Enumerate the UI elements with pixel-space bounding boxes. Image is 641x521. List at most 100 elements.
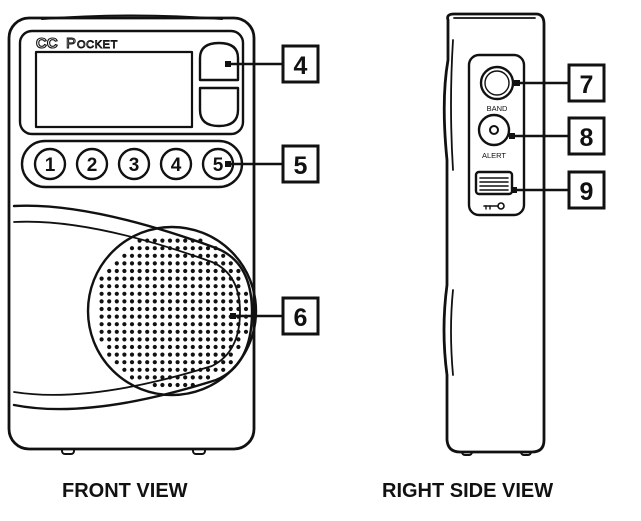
front-view xyxy=(7,14,258,455)
speaker-hole xyxy=(183,299,188,304)
speaker-hole xyxy=(213,367,218,372)
speaker-hole xyxy=(129,268,135,274)
speaker-hole xyxy=(221,291,226,296)
speaker-hole xyxy=(175,276,180,281)
speaker-hole xyxy=(107,314,112,319)
speaker-hole xyxy=(137,337,142,342)
grille-band-inner xyxy=(13,220,241,396)
speaker-hole xyxy=(167,352,173,357)
speaker-hole xyxy=(145,246,150,251)
callout-box-9 xyxy=(567,170,606,210)
speaker-hole xyxy=(213,306,218,312)
brand-ocket: OCKET xyxy=(77,39,118,51)
speaker-hole xyxy=(190,322,195,327)
speaker-grille xyxy=(99,238,249,388)
speaker-hole xyxy=(99,314,104,319)
speaker-hole xyxy=(114,306,119,312)
speaker-hole xyxy=(190,268,195,274)
speaker-hole xyxy=(145,344,150,350)
lcd-screen xyxy=(34,50,194,129)
speaker-hole xyxy=(129,246,135,251)
speaker-hole xyxy=(145,375,150,380)
speaker-hole xyxy=(160,382,165,388)
speaker-hole xyxy=(228,291,233,296)
speaker-hole xyxy=(221,360,226,365)
speaker-hole xyxy=(205,253,211,258)
speaker-hole xyxy=(122,367,127,372)
speaker-hole xyxy=(167,291,173,296)
speaker-hole xyxy=(167,375,173,380)
speaker-hole xyxy=(236,329,241,334)
speaker-hole xyxy=(183,276,188,281)
speaker-hole xyxy=(160,337,165,342)
speaker-hole xyxy=(236,337,241,342)
speaker-hole xyxy=(99,306,104,312)
speaker-hole xyxy=(145,367,150,372)
speaker-hole xyxy=(114,276,119,281)
speaker-hole xyxy=(205,360,211,365)
speaker-hole xyxy=(205,367,211,372)
preset-buttons: 1 2 3 4 5 xyxy=(33,147,235,181)
speaker-hole xyxy=(160,360,165,365)
band-button[interactable] xyxy=(479,65,515,101)
speaker-hole xyxy=(152,246,157,251)
speaker-hole xyxy=(190,299,195,304)
speaker-hole xyxy=(221,337,226,342)
speaker-hole xyxy=(99,329,104,334)
speaker-hole xyxy=(152,329,157,334)
speaker-hole xyxy=(236,306,241,312)
speaker-hole xyxy=(190,314,195,319)
speaker-hole xyxy=(183,344,188,350)
speaker-hole xyxy=(129,360,135,365)
side-front-edge xyxy=(450,39,454,171)
speaker-hole xyxy=(167,246,173,251)
preset-button-2[interactable] xyxy=(75,147,109,181)
speaker-hole xyxy=(122,306,127,312)
speaker-hole xyxy=(152,375,157,380)
speaker-hole xyxy=(198,291,203,296)
speaker-hole xyxy=(228,344,233,350)
speaker-hole xyxy=(183,253,188,258)
preset-button-1[interactable] xyxy=(33,147,67,181)
speaker-hole xyxy=(145,322,150,327)
tune-down-button[interactable] xyxy=(198,86,240,128)
speaker-hole xyxy=(152,268,157,274)
speaker-hole xyxy=(175,367,180,372)
alert-button[interactable] xyxy=(477,113,511,147)
preset-button-3[interactable] xyxy=(117,147,151,181)
speaker-hole xyxy=(205,268,211,274)
speaker-hole xyxy=(137,299,142,304)
speaker-hole xyxy=(183,375,188,380)
speaker-hole xyxy=(236,284,241,289)
speaker-hole xyxy=(167,238,173,243)
speaker-hole xyxy=(221,329,226,334)
speaker-hole xyxy=(145,268,150,274)
tune-up-button[interactable] xyxy=(198,41,240,82)
alert-button-center xyxy=(489,125,499,135)
speaker-hole xyxy=(221,284,226,289)
speaker-hole xyxy=(107,306,112,312)
front-view-caption: FRONT VIEW xyxy=(62,480,188,502)
speaker-hole xyxy=(190,284,195,289)
speaker-hole xyxy=(175,352,180,357)
speaker-hole xyxy=(205,246,211,251)
preset-label-3: 3 xyxy=(129,155,140,176)
speaker-hole xyxy=(183,261,188,266)
callout-5: 5 xyxy=(294,152,308,180)
speaker-hole xyxy=(167,253,173,258)
speaker-hole xyxy=(122,360,127,365)
speaker-hole xyxy=(167,329,173,334)
speaker-hole xyxy=(236,268,241,274)
speaker-hole xyxy=(167,268,173,274)
lock-slider[interactable] xyxy=(474,170,514,196)
side-callouts: 7 8 9 xyxy=(509,63,606,210)
speaker-hole xyxy=(228,284,233,289)
speaker-hole xyxy=(145,261,150,266)
speaker-hole xyxy=(236,276,241,281)
speaker-hole xyxy=(160,352,165,357)
speaker-hole xyxy=(213,329,218,334)
speaker-hole xyxy=(137,306,142,312)
preset-button-4[interactable] xyxy=(159,147,193,181)
speaker-hole xyxy=(114,322,119,327)
